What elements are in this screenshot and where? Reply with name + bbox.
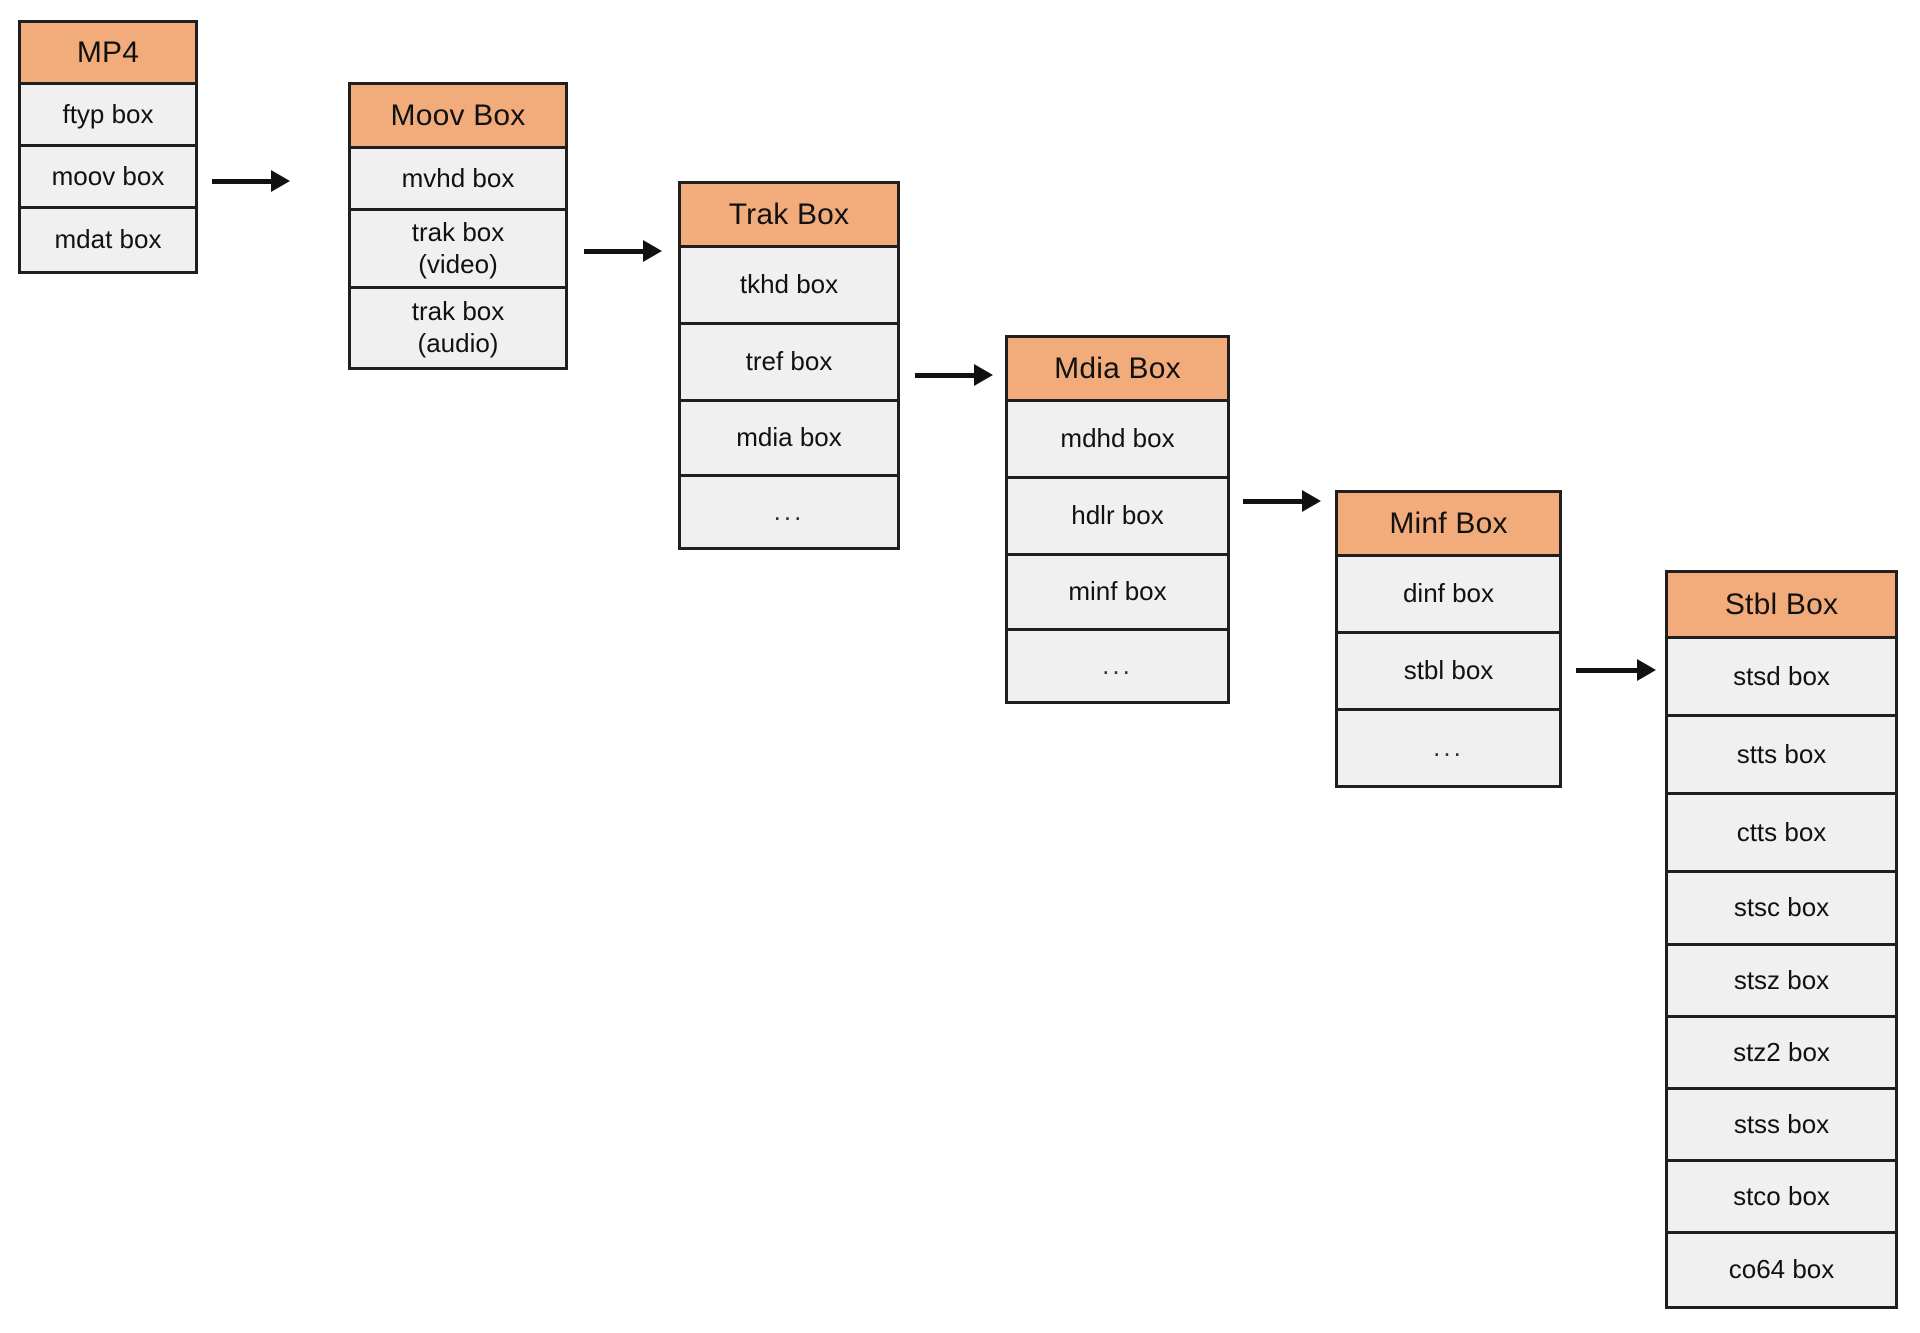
stack-mp4-row-mdat: mdat box (21, 209, 195, 271)
stack-mdia-row-hdlr: hdlr box (1008, 479, 1227, 556)
stack-minf-row-more: ... (1338, 711, 1559, 785)
arrow-minf-to-stbl (1576, 659, 1656, 681)
stack-stbl-row-stsc: stsc box (1668, 873, 1895, 946)
arrow-head (271, 170, 290, 192)
stack-mdia-header: Mdia Box (1008, 338, 1227, 402)
arrow-head (1637, 659, 1656, 681)
stack-stbl: Stbl Box stsd box stts box ctts box stsc… (1665, 570, 1898, 1309)
stack-trak-row-mdia: mdia box (681, 402, 897, 477)
stack-trak-header: Trak Box (681, 184, 897, 248)
stack-mdia-row-mdhd: mdhd box (1008, 402, 1227, 479)
stack-minf-row-dinf: dinf box (1338, 557, 1559, 634)
stack-moov-row-mvhd: mvhd box (351, 149, 565, 211)
stack-moov: Moov Box mvhd box trak box (video) trak … (348, 82, 568, 370)
stack-moov-row-trak-video: trak box (video) (351, 211, 565, 289)
stack-trak-row-more: ... (681, 477, 897, 547)
arrow-head (974, 364, 993, 386)
stack-mdia: Mdia Box mdhd box hdlr box minf box ... (1005, 335, 1230, 704)
stack-mp4-header: MP4 (21, 23, 195, 85)
arrow-head (643, 240, 662, 262)
stack-moov-row-trak-audio: trak box (audio) (351, 289, 565, 367)
stack-stbl-row-stss: stss box (1668, 1090, 1895, 1162)
arrow-moov-to-trak (584, 240, 662, 262)
stack-mdia-row-minf: minf box (1008, 556, 1227, 631)
stack-mdia-row-more: ... (1008, 631, 1227, 701)
arrow-head (1302, 490, 1321, 512)
stack-stbl-row-stts: stts box (1668, 717, 1895, 795)
arrow-shaft (584, 248, 643, 254)
stack-minf-row-stbl: stbl box (1338, 634, 1559, 711)
stack-stbl-header: Stbl Box (1668, 573, 1895, 639)
stack-mp4: MP4 ftyp box moov box mdat box (18, 20, 198, 274)
stack-stbl-row-co64: co64 box (1668, 1234, 1895, 1306)
stack-stbl-row-stsz: stsz box (1668, 946, 1895, 1018)
stack-stbl-row-stz2: stz2 box (1668, 1018, 1895, 1090)
stack-trak-row-tkhd: tkhd box (681, 248, 897, 325)
stack-trak-row-tref: tref box (681, 325, 897, 402)
arrow-shaft (915, 372, 974, 378)
arrow-mp4-to-moov (212, 170, 290, 192)
stack-minf-header: Minf Box (1338, 493, 1559, 557)
stack-mp4-row-ftyp: ftyp box (21, 85, 195, 147)
arrow-shaft (1576, 667, 1637, 673)
stack-mp4-row-moov: moov box (21, 147, 195, 209)
stack-moov-header: Moov Box (351, 85, 565, 149)
arrow-shaft (1243, 498, 1302, 504)
stack-stbl-row-stco: stco box (1668, 1162, 1895, 1234)
stack-minf: Minf Box dinf box stbl box ... (1335, 490, 1562, 788)
stack-trak: Trak Box tkhd box tref box mdia box ... (678, 181, 900, 550)
arrow-shaft (212, 178, 271, 184)
arrow-mdia-to-minf (1243, 490, 1321, 512)
stack-stbl-row-ctts: ctts box (1668, 795, 1895, 873)
stack-stbl-row-stsd: stsd box (1668, 639, 1895, 717)
arrow-trak-to-mdia (915, 364, 993, 386)
